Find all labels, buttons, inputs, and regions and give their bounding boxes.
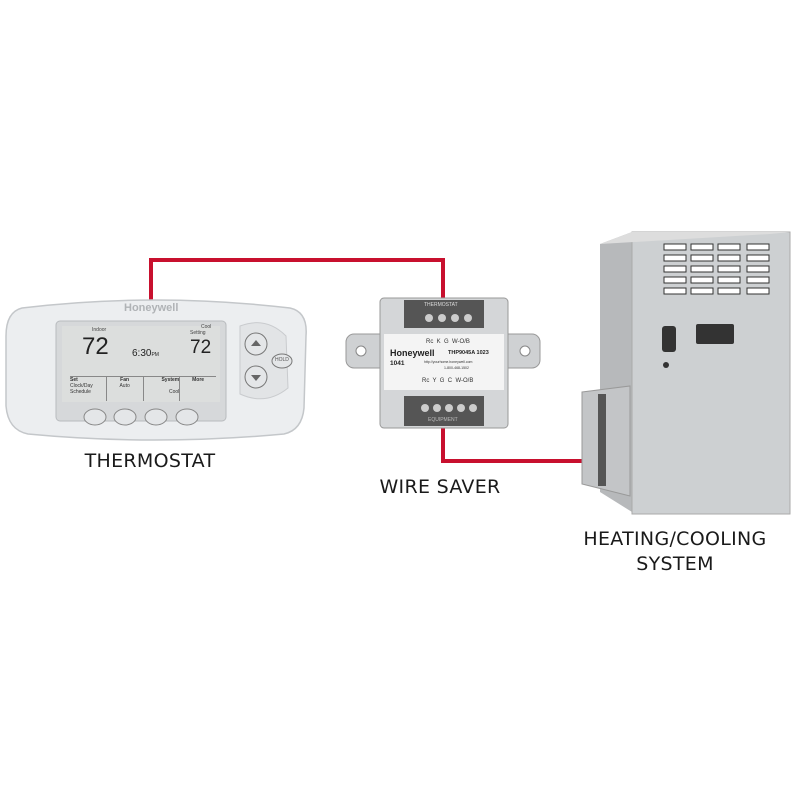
cool-label: Cool (201, 324, 212, 330)
wire-saver-model: THP9045A 1023 (448, 350, 489, 356)
up-button[interactable] (244, 332, 268, 356)
thermostat-label: THERMOSTAT (84, 450, 216, 472)
heating-cooling-system (581, 231, 791, 515)
soft-key-3[interactable] (144, 408, 168, 426)
indoor-temperature: 72 (82, 333, 109, 360)
bottom-terminals: Rc Y G C W-O/B (422, 378, 474, 384)
door-knob (663, 362, 669, 368)
bottom-terminal-label: EQUIPMENT (428, 417, 458, 423)
system-label-line2: SYSTEM (636, 553, 714, 575)
wire-saver-brand: Honeywell (390, 348, 435, 358)
wire-saver-code: 1041 (390, 360, 405, 367)
thermostat-device: Honeywell Indoor 72 6:30PM Cool Setting … (4, 296, 308, 442)
time: 6:30 (132, 348, 152, 359)
brand-logo: Honeywell (124, 302, 179, 314)
wire-saver-to-system (441, 424, 600, 463)
setting-label: Setting (190, 330, 206, 336)
display-window (696, 324, 734, 344)
indoor-label: Indoor (92, 327, 107, 333)
time-suffix: PM (151, 352, 159, 358)
top-terminal-label: THERMOSTAT (424, 302, 458, 308)
vent-louvers (663, 243, 770, 295)
hold-button-label: HOLD (275, 357, 289, 363)
soft-key-1[interactable] (83, 408, 107, 426)
top-terminals: Rc K G W-O/B (426, 339, 470, 345)
soft-key-4[interactable] (175, 408, 199, 426)
system-label-line1: HEATING/COOLING (583, 528, 767, 550)
set-temperature: 72 (190, 337, 212, 358)
wire-thermostat-to-saver (149, 258, 445, 302)
soft-key-2[interactable] (113, 408, 137, 426)
wire-saver-url: http://yourhome.honeywell.com (424, 360, 473, 364)
soft-key-buttons (83, 408, 199, 426)
hold-button[interactable] (271, 353, 293, 369)
wire-saver-device: THERMOSTAT Rc K G W-O/B Honeywell THP904… (344, 296, 542, 430)
down-button[interactable] (244, 365, 268, 389)
sight-glass (662, 326, 676, 352)
clock-time: 6:30PM (132, 349, 159, 359)
wire-saver-phone: 1-800-468-1502 (444, 366, 469, 370)
menu-more: More (192, 377, 205, 383)
wire-saver-label: WIRE SAVER (379, 476, 501, 498)
